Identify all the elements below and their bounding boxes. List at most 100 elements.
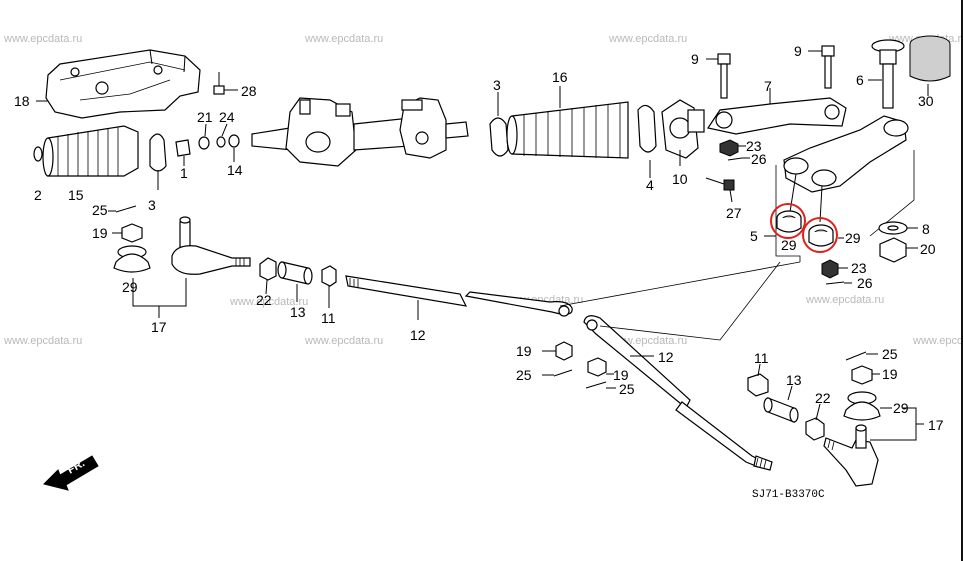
group-bracket [132, 278, 187, 307]
callout-29: 29 [845, 230, 861, 246]
callout-23: 23 [851, 260, 867, 276]
callout-13: 13 [786, 372, 802, 388]
callout-27: 27 [726, 205, 742, 221]
cotter-pin [585, 381, 616, 389]
cotter-pin [845, 351, 878, 361]
callout-25: 25 [619, 381, 635, 397]
bolt-9-right [808, 45, 835, 89]
bushing-29-left [770, 203, 806, 239]
bolt [213, 72, 238, 95]
callout-14: 14 [227, 162, 243, 178]
bolt [705, 177, 735, 203]
callouts: 18 28 2 15 3 1 21 24 14 25 19 29 17 22 1… [14, 43, 944, 433]
tie-rod-end-left [171, 216, 251, 275]
callout-7: 7 [764, 78, 772, 94]
nut-22 [259, 257, 277, 295]
bolt-9-left [706, 53, 731, 99]
nut-23-top [719, 139, 746, 157]
callout-19: 19 [613, 367, 629, 383]
nut [879, 237, 918, 263]
boot-right [506, 86, 629, 159]
watermark: www.epcdata.ru [3, 335, 82, 347]
tie-rod-lower [583, 261, 781, 471]
drawing-code: SJ71-B3370C [752, 489, 825, 501]
callout-29: 29 [122, 279, 138, 295]
callout-22: 22 [815, 390, 831, 406]
steering-gearbox [251, 97, 469, 167]
callout-19: 19 [92, 225, 108, 241]
idler-pin [868, 39, 905, 109]
clamp [489, 92, 509, 157]
callout-9: 9 [691, 51, 699, 67]
bushing-29-right [802, 217, 838, 253]
callout-17: 17 [151, 319, 167, 335]
nut-19-lower [587, 357, 614, 377]
callout-12: 12 [658, 349, 674, 365]
callout-29: 29 [781, 237, 797, 253]
callout-16: 16 [552, 69, 568, 85]
boot-left [33, 125, 139, 177]
callout-24: 24 [219, 109, 235, 125]
callout-13: 13 [290, 304, 306, 320]
callout-3: 3 [148, 197, 156, 213]
cotter-pin [108, 205, 137, 213]
callout-8: 8 [922, 221, 930, 237]
front-direction-arrow: FR. [43, 455, 99, 491]
gearbox-bracket [45, 49, 201, 119]
cotter-pin [825, 281, 852, 285]
callout-12: 12 [410, 327, 426, 343]
callout-17: 17 [928, 417, 944, 433]
callout-2: 2 [34, 187, 42, 203]
callout-23: 23 [746, 138, 762, 154]
tie-rod-end-right [823, 424, 879, 487]
group-bracket [775, 165, 801, 262]
watermark: www.epcdata.ru [912, 335, 963, 347]
callout-21: 21 [197, 109, 213, 125]
boot-29-right [843, 391, 892, 421]
callout-4: 4 [646, 177, 654, 193]
tie-rod-upper [345, 275, 573, 320]
callout-25: 25 [516, 367, 532, 383]
callout-6: 6 [856, 72, 864, 88]
callout-5: 5 [750, 228, 758, 244]
center-link [707, 88, 847, 135]
callout-11: 11 [754, 350, 769, 366]
callout-26: 26 [751, 151, 767, 167]
nut-19-middle [542, 341, 573, 361]
watermark: www.epcdata.ru [3, 33, 82, 45]
callout-9: 9 [794, 43, 802, 59]
cotter-pin [727, 157, 750, 161]
callout-26: 26 [857, 275, 873, 291]
nut-19-right [851, 365, 880, 385]
clamp [637, 104, 657, 178]
clamp [149, 133, 167, 190]
cotter-pin [542, 369, 573, 377]
callout-30: 30 [918, 93, 934, 109]
callout-19: 19 [516, 343, 532, 359]
idler-arm [783, 115, 909, 223]
nut-11 [321, 265, 337, 308]
nut-22-right [805, 403, 825, 441]
mount-bracket [661, 99, 705, 166]
nut-11-right [747, 363, 769, 397]
link-line [559, 261, 801, 307]
nut-19-left [112, 223, 143, 243]
callout-25: 25 [882, 346, 898, 362]
callout-28: 28 [241, 83, 257, 99]
nut-23-lower [821, 259, 848, 279]
watermark: www.epcdata.ru [304, 33, 383, 45]
callout-19: 19 [882, 366, 898, 382]
callout-15: 15 [68, 187, 84, 203]
callout-11: 11 [321, 310, 336, 326]
watermark: www.epcdata.ru [229, 296, 308, 308]
highlight-ring [770, 203, 806, 239]
sleeve-13-right [763, 385, 799, 423]
callout-22: 22 [256, 292, 272, 308]
sleeve-13 [277, 261, 313, 302]
washer [878, 221, 918, 235]
callout-10: 10 [672, 171, 688, 187]
watermark: www.epcdata.ru [608, 33, 687, 45]
callout-3: 3 [493, 77, 501, 93]
